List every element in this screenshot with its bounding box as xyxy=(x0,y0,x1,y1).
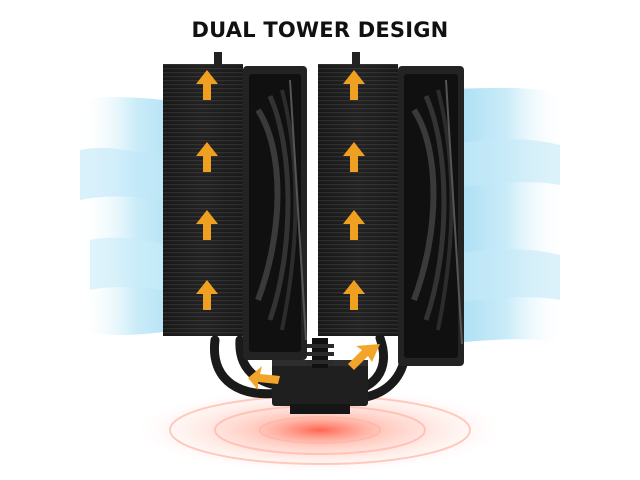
base-block xyxy=(272,338,368,414)
airflow-arrow-icon xyxy=(196,280,218,310)
airflow-arrow-icon xyxy=(196,70,218,100)
left-fan xyxy=(243,66,307,360)
heatpipe-arrow-icon xyxy=(348,344,380,370)
airflow-arrow-icon xyxy=(196,142,218,172)
airflow-arrow-icon xyxy=(343,210,365,240)
airflow-arrow-icon xyxy=(343,280,365,310)
right-airflow-arrows xyxy=(343,70,365,310)
airflow-arrow-icon xyxy=(343,70,365,100)
airflow-arrow-icon xyxy=(343,142,365,172)
headline: DUAL TOWER DESIGN xyxy=(191,18,449,42)
heatpipe-arrow-icon xyxy=(248,366,280,390)
left-airflow-arrows xyxy=(196,70,218,310)
airflow-arrow-icon xyxy=(196,210,218,240)
heatpipe-arrows xyxy=(248,344,380,390)
right-fan xyxy=(398,66,464,366)
